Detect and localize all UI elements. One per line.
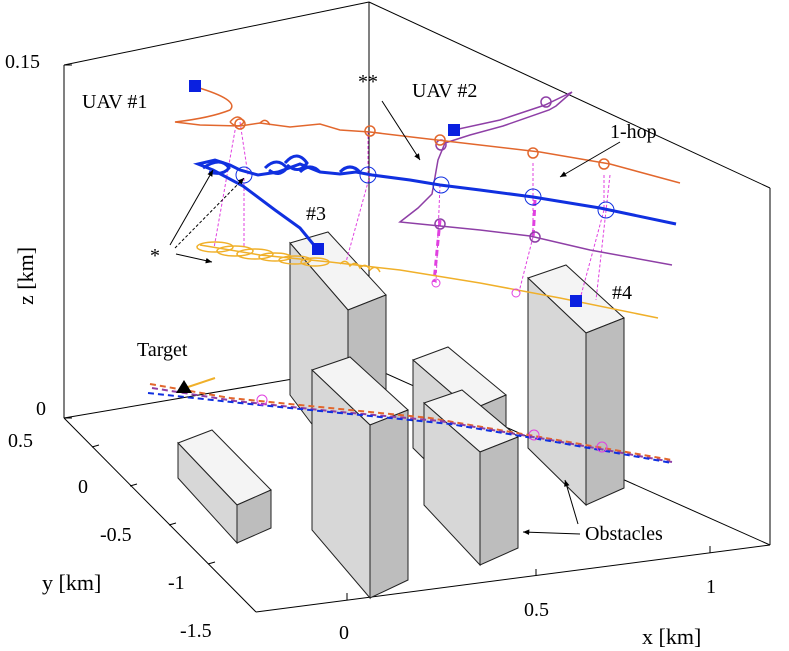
uav2-start-marker xyxy=(448,124,460,136)
annotation-obstacles: Obstacles xyxy=(585,523,663,545)
x-tick-label: 0 xyxy=(339,622,349,644)
uav4-start-marker xyxy=(570,295,582,307)
y-tick-label: -1 xyxy=(168,572,185,594)
uav1-trajectory xyxy=(174,86,681,184)
ground-relay-circle xyxy=(528,429,540,441)
uav3-start-marker xyxy=(312,243,324,255)
annotation-double-star: ** xyxy=(358,71,378,93)
y-tick-label: 0.5 xyxy=(8,430,33,452)
annotation-uav1: UAV #1 xyxy=(82,91,147,113)
obstacle-box xyxy=(423,389,519,567)
tick-marks xyxy=(64,64,711,600)
x-tick-label: 0.5 xyxy=(524,599,549,621)
annotation-uav2: UAV #2 xyxy=(412,80,477,102)
target-marker xyxy=(176,380,192,393)
start-markers xyxy=(189,80,582,307)
relay-thick-links xyxy=(432,199,537,283)
y-axis-label: y [km] xyxy=(42,570,101,595)
annotation-uav3: #3 xyxy=(306,203,326,225)
z-tick-label: 0 xyxy=(36,398,46,420)
y-tick-label: -0.5 xyxy=(100,524,132,546)
annotation-uav4: #4 xyxy=(612,282,632,304)
z-tick-label: 0.15 xyxy=(5,51,40,73)
ground-relay-circle xyxy=(256,394,268,406)
uav1-start-marker xyxy=(189,80,201,92)
obstacle-box xyxy=(177,429,272,545)
z-axis-label: z [km] xyxy=(13,247,38,305)
obstacles xyxy=(177,231,625,600)
annotation-target: Target xyxy=(137,339,188,361)
uav3-trajectory xyxy=(193,154,677,251)
uav4-ground-trace xyxy=(184,377,216,389)
y-tick-label: -1.5 xyxy=(180,620,212,642)
x-tick-labels: 0 0.5 1 xyxy=(339,576,716,644)
obstacle-box xyxy=(527,264,625,507)
annotations: UAV #1 UAV #2 #3 #4 1-hop * ** Target Ob… xyxy=(82,71,663,545)
y-tick-labels: 0.5 0 -0.5 -1 -1.5 xyxy=(8,430,212,642)
uav3-relay-circles xyxy=(235,166,615,219)
ground-projections xyxy=(147,377,673,464)
z-tick-labels: 0.15 0 xyxy=(5,51,46,420)
y-tick-label: 0 xyxy=(78,476,88,498)
uav2-ground-trace xyxy=(151,387,673,463)
ground-relay-circle xyxy=(596,441,608,453)
uav2-trajectory xyxy=(398,91,673,266)
uav4-trajectory xyxy=(196,241,659,319)
annotation-star: * xyxy=(150,245,160,267)
uav3-ground-trace xyxy=(147,392,673,464)
x-axis-label: x [km] xyxy=(642,624,701,649)
obstacle-box xyxy=(311,356,409,600)
annotation-one-hop: 1-hop xyxy=(610,121,657,143)
annotation-arrows xyxy=(169,100,621,536)
x-tick-label: 1 xyxy=(706,576,716,598)
